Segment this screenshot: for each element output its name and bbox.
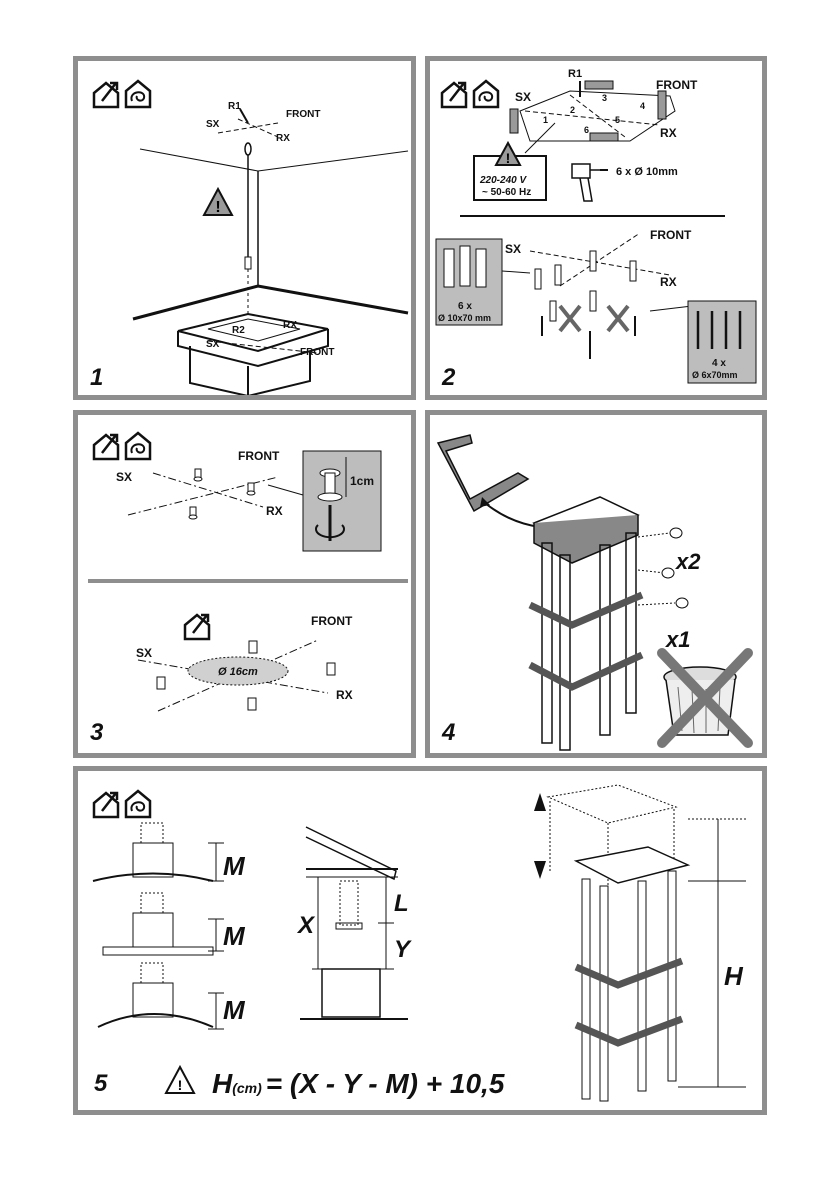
r2-label: R2 <box>232 325 245 336</box>
drill-icon <box>571 163 608 202</box>
front-label-2: FRONT <box>656 78 698 92</box>
svg-text:!: ! <box>178 1077 183 1093</box>
plugs-qty-label: 6 x <box>458 301 472 312</box>
front2-label-3: FRONT <box>311 614 353 628</box>
front-label: FRONT <box>286 109 320 120</box>
step-2-diagram: R1 FRONT SX RX 1 2 3 4 5 6 ! 220-240 V ~… <box>435 68 757 384</box>
hole-4: 4 <box>640 101 645 111</box>
r1-label-2: R1 <box>568 68 582 80</box>
front2-label: FRONT <box>300 347 334 358</box>
step-5-diagram: M M M <box>92 784 746 1102</box>
sx2-label: SX <box>206 339 220 350</box>
bracket-image <box>436 434 530 513</box>
warning-icon: ! <box>164 1064 196 1094</box>
l-label: L <box>394 890 409 917</box>
gap-label: 1cm <box>350 474 374 488</box>
m-label-2: M <box>223 921 246 951</box>
house-arrow-icon <box>92 81 120 109</box>
voltage-label: 220-240 V <box>479 175 527 186</box>
step-3-diagram: FRONT SX RX 1cm Ø 16cm FRONT SX <box>88 431 408 712</box>
x2-label: x2 <box>675 549 701 574</box>
x-label: X <box>296 912 316 939</box>
frame-image <box>528 496 644 751</box>
warning-icon: ! <box>494 140 522 166</box>
step-5-panel: M M M <box>73 766 767 1115</box>
step-5-number: 5 <box>94 1070 108 1097</box>
house-recirculation-icon <box>472 79 500 109</box>
arrow-up-icon <box>534 793 546 811</box>
house-arrow-icon <box>92 433 120 461</box>
formula: H(cm)= (X - Y - M) + 10,5 <box>212 1068 505 1099</box>
sx2-label-3: SX <box>136 646 152 660</box>
step-4-diagram: x2 x1 <box>436 434 753 751</box>
warning-icon: ! <box>202 186 234 216</box>
front-label-3: FRONT <box>238 449 280 463</box>
r1-label: R1 <box>228 101 241 112</box>
x1-label: x1 <box>665 627 690 652</box>
m-label-3: M <box>223 995 246 1025</box>
wall-plugs-image <box>443 245 487 288</box>
hood-arched <box>97 962 224 1030</box>
svg-text:!: ! <box>215 199 220 216</box>
rx-label: RX <box>276 133 290 144</box>
house-recirculation-icon <box>124 431 152 461</box>
hood-flat-glass <box>102 892 224 956</box>
step-1-panel: R1 FRONT SX RX ! R2 RX SX FRONT 1 <box>73 56 416 400</box>
h-label: H <box>724 961 744 991</box>
step-4-number: 4 <box>442 719 456 746</box>
rx-label-3: RX <box>266 504 283 518</box>
plugs-row <box>534 250 637 322</box>
hole-3: 3 <box>602 93 607 103</box>
template-screws <box>156 640 336 711</box>
hole-5: 5 <box>615 115 620 125</box>
house-arrow-icon <box>183 613 211 641</box>
screws-row <box>541 316 636 359</box>
sx-label-3: SX <box>116 470 132 484</box>
house-recirculation-icon <box>124 789 152 819</box>
step-4-panel: x2 x1 4 <box>425 410 767 758</box>
rx2-label-3: RX <box>336 688 353 702</box>
hood-curved-glass <box>92 822 224 882</box>
removed-screws <box>661 527 689 609</box>
sx-label-2: SX <box>515 90 531 104</box>
screws-qty-label: 4 x <box>712 358 726 369</box>
arrow-down-icon <box>534 861 546 879</box>
formula-expression: = (X - Y - M) + 10,5 <box>266 1068 505 1099</box>
formula-unit: (cm) <box>232 1080 262 1096</box>
formula-h: H <box>212 1068 233 1099</box>
screw-positions <box>637 532 676 606</box>
house-arrow-icon <box>440 81 468 109</box>
screw-gap-detail <box>315 457 347 541</box>
hole-2: 2 <box>570 105 575 115</box>
y-label: Y <box>394 936 412 963</box>
step-2-number: 2 <box>442 364 456 391</box>
house-recirculation-icon <box>124 79 152 109</box>
screws-image <box>696 311 742 349</box>
hole-1: 1 <box>543 115 548 125</box>
rx2-label-2: RX <box>660 275 677 289</box>
drill-label: 6 x Ø 10mm <box>616 166 678 178</box>
step-1-diagram: R1 FRONT SX RX ! R2 RX SX FRONT <box>92 79 409 395</box>
sx2-label-2: SX <box>505 242 521 256</box>
m-label-1: M <box>223 851 246 881</box>
plugs-size-label: Ø 10x70 mm <box>438 313 491 323</box>
chimney-telescopic <box>546 784 746 1102</box>
frequency-label: ~ 50-60 Hz <box>482 187 531 198</box>
step-2-panel: R1 FRONT SX RX 1 2 3 4 5 6 ! 220-240 V ~… <box>425 56 767 400</box>
sx-label: SX <box>206 119 220 130</box>
side-view-diagram <box>300 826 408 1020</box>
ceiling-screws <box>188 468 256 520</box>
diameter-label: Ø 16cm <box>218 666 258 678</box>
step-3-panel: FRONT SX RX 1cm Ø 16cm FRONT SX <box>73 410 416 758</box>
forbidden-cross <box>657 648 753 748</box>
front2-label-2: FRONT <box>650 228 692 242</box>
step-3-number: 3 <box>90 719 104 746</box>
rx2-label: RX <box>283 320 297 331</box>
house-arrow-icon <box>92 791 120 819</box>
hole-6: 6 <box>584 125 589 135</box>
svg-text:!: ! <box>506 150 511 166</box>
screws-size-label: Ø 6x70mm <box>692 370 738 380</box>
step-1-number: 1 <box>90 364 104 391</box>
rx-label-2: RX <box>660 126 677 140</box>
